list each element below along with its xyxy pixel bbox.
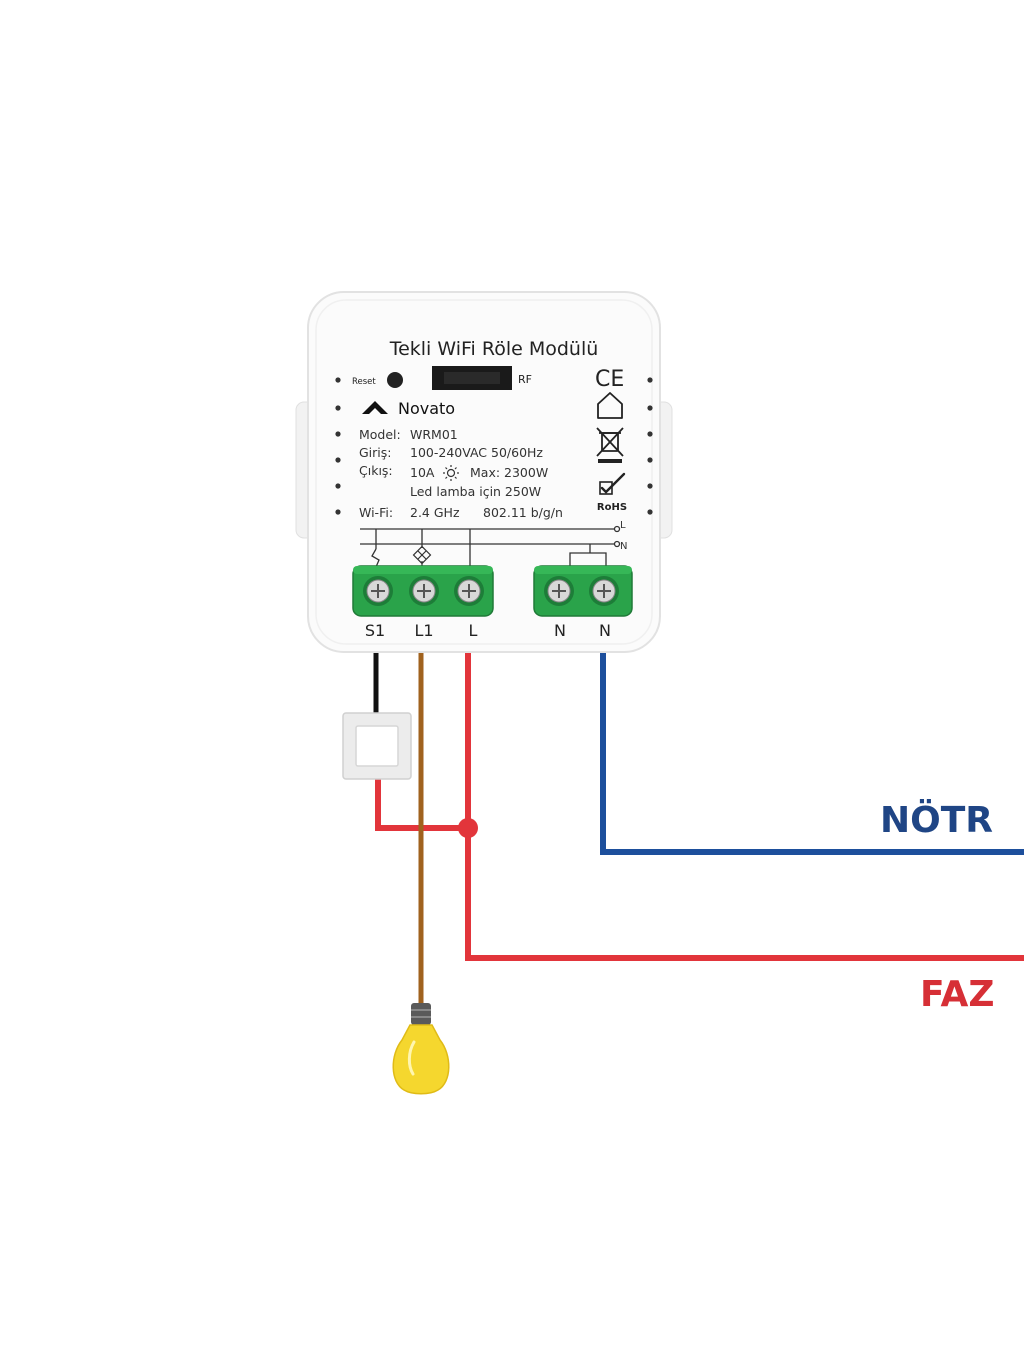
wifi-key: Wi-Fi:: [359, 505, 393, 520]
model-value: WRM01: [410, 427, 458, 442]
rf-label: RF: [518, 373, 532, 386]
side-dots: [335, 377, 653, 515]
terminal-screw-n2[interactable]: [589, 576, 619, 606]
terminal-label-l1: L1: [414, 621, 433, 640]
terminal-label-n1: N: [554, 621, 566, 640]
wires: [373, 650, 1024, 1005]
rohs-label: RoHS: [597, 502, 627, 513]
terminal-screw-l1[interactable]: [409, 576, 439, 606]
rohs-check-icon: RoHS: [597, 472, 627, 513]
sun-icon: [443, 465, 459, 481]
light-bulb-icon: [392, 1003, 450, 1095]
terminal-block-left: [352, 565, 494, 617]
output-current: 10A: [410, 465, 435, 480]
output-key: Çıkış:: [359, 463, 393, 478]
output-max: Max: 2300W: [470, 465, 548, 480]
weee-bin-icon: [596, 427, 624, 463]
spec-block: Model: WRM01 Giriş: 100-240VAC 50/60Hz Ç…: [359, 427, 563, 520]
wifi-standard: 802.11 b/g/n: [483, 505, 563, 520]
terminal-screw-l[interactable]: [454, 576, 484, 606]
input-value: 100-240VAC 50/60Hz: [410, 445, 543, 460]
brand-logo: Novato: [362, 399, 455, 418]
input-key: Giriş:: [359, 445, 392, 460]
wall-switch: [342, 712, 412, 780]
phase-junction-dot: [458, 818, 478, 838]
terminal-label-n2: N: [599, 621, 611, 640]
model-key: Model:: [359, 427, 401, 442]
neutral-wire: [600, 650, 1024, 855]
notr-label: NÖTR: [880, 799, 993, 841]
reset-button[interactable]: [387, 372, 403, 388]
switch-phase-wire: [375, 778, 468, 831]
terminal-label-l: L: [469, 621, 478, 640]
internal-bus-lines: [360, 525, 621, 568]
phase-wire: [465, 650, 1024, 961]
wifi-band: 2.4 GHz: [410, 505, 460, 520]
faz-label: FAZ: [920, 974, 994, 1015]
ce-mark: CE: [595, 367, 624, 392]
module-title: Tekli WiFi Röle Modülü: [389, 338, 599, 360]
terminal-screw-n1[interactable]: [544, 576, 574, 606]
reset-label: Reset: [352, 377, 376, 387]
lamp-symbol-icon: [412, 545, 432, 567]
terminal-screw-s1[interactable]: [363, 576, 393, 606]
terminal-block-right: [533, 565, 633, 617]
terminal-labels: S1 L1 L N N: [365, 621, 611, 640]
house-icon: [597, 392, 623, 419]
bus-label-l: L: [620, 520, 626, 531]
brand-name: Novato: [398, 399, 455, 418]
relay-module: Tekli WiFi Röle Modülü Reset RF CE RoHS: [295, 291, 673, 653]
bus-label-n: N: [620, 541, 627, 552]
led-line: Led lamba için 250W: [410, 484, 541, 499]
terminal-label-s1: S1: [365, 621, 385, 640]
